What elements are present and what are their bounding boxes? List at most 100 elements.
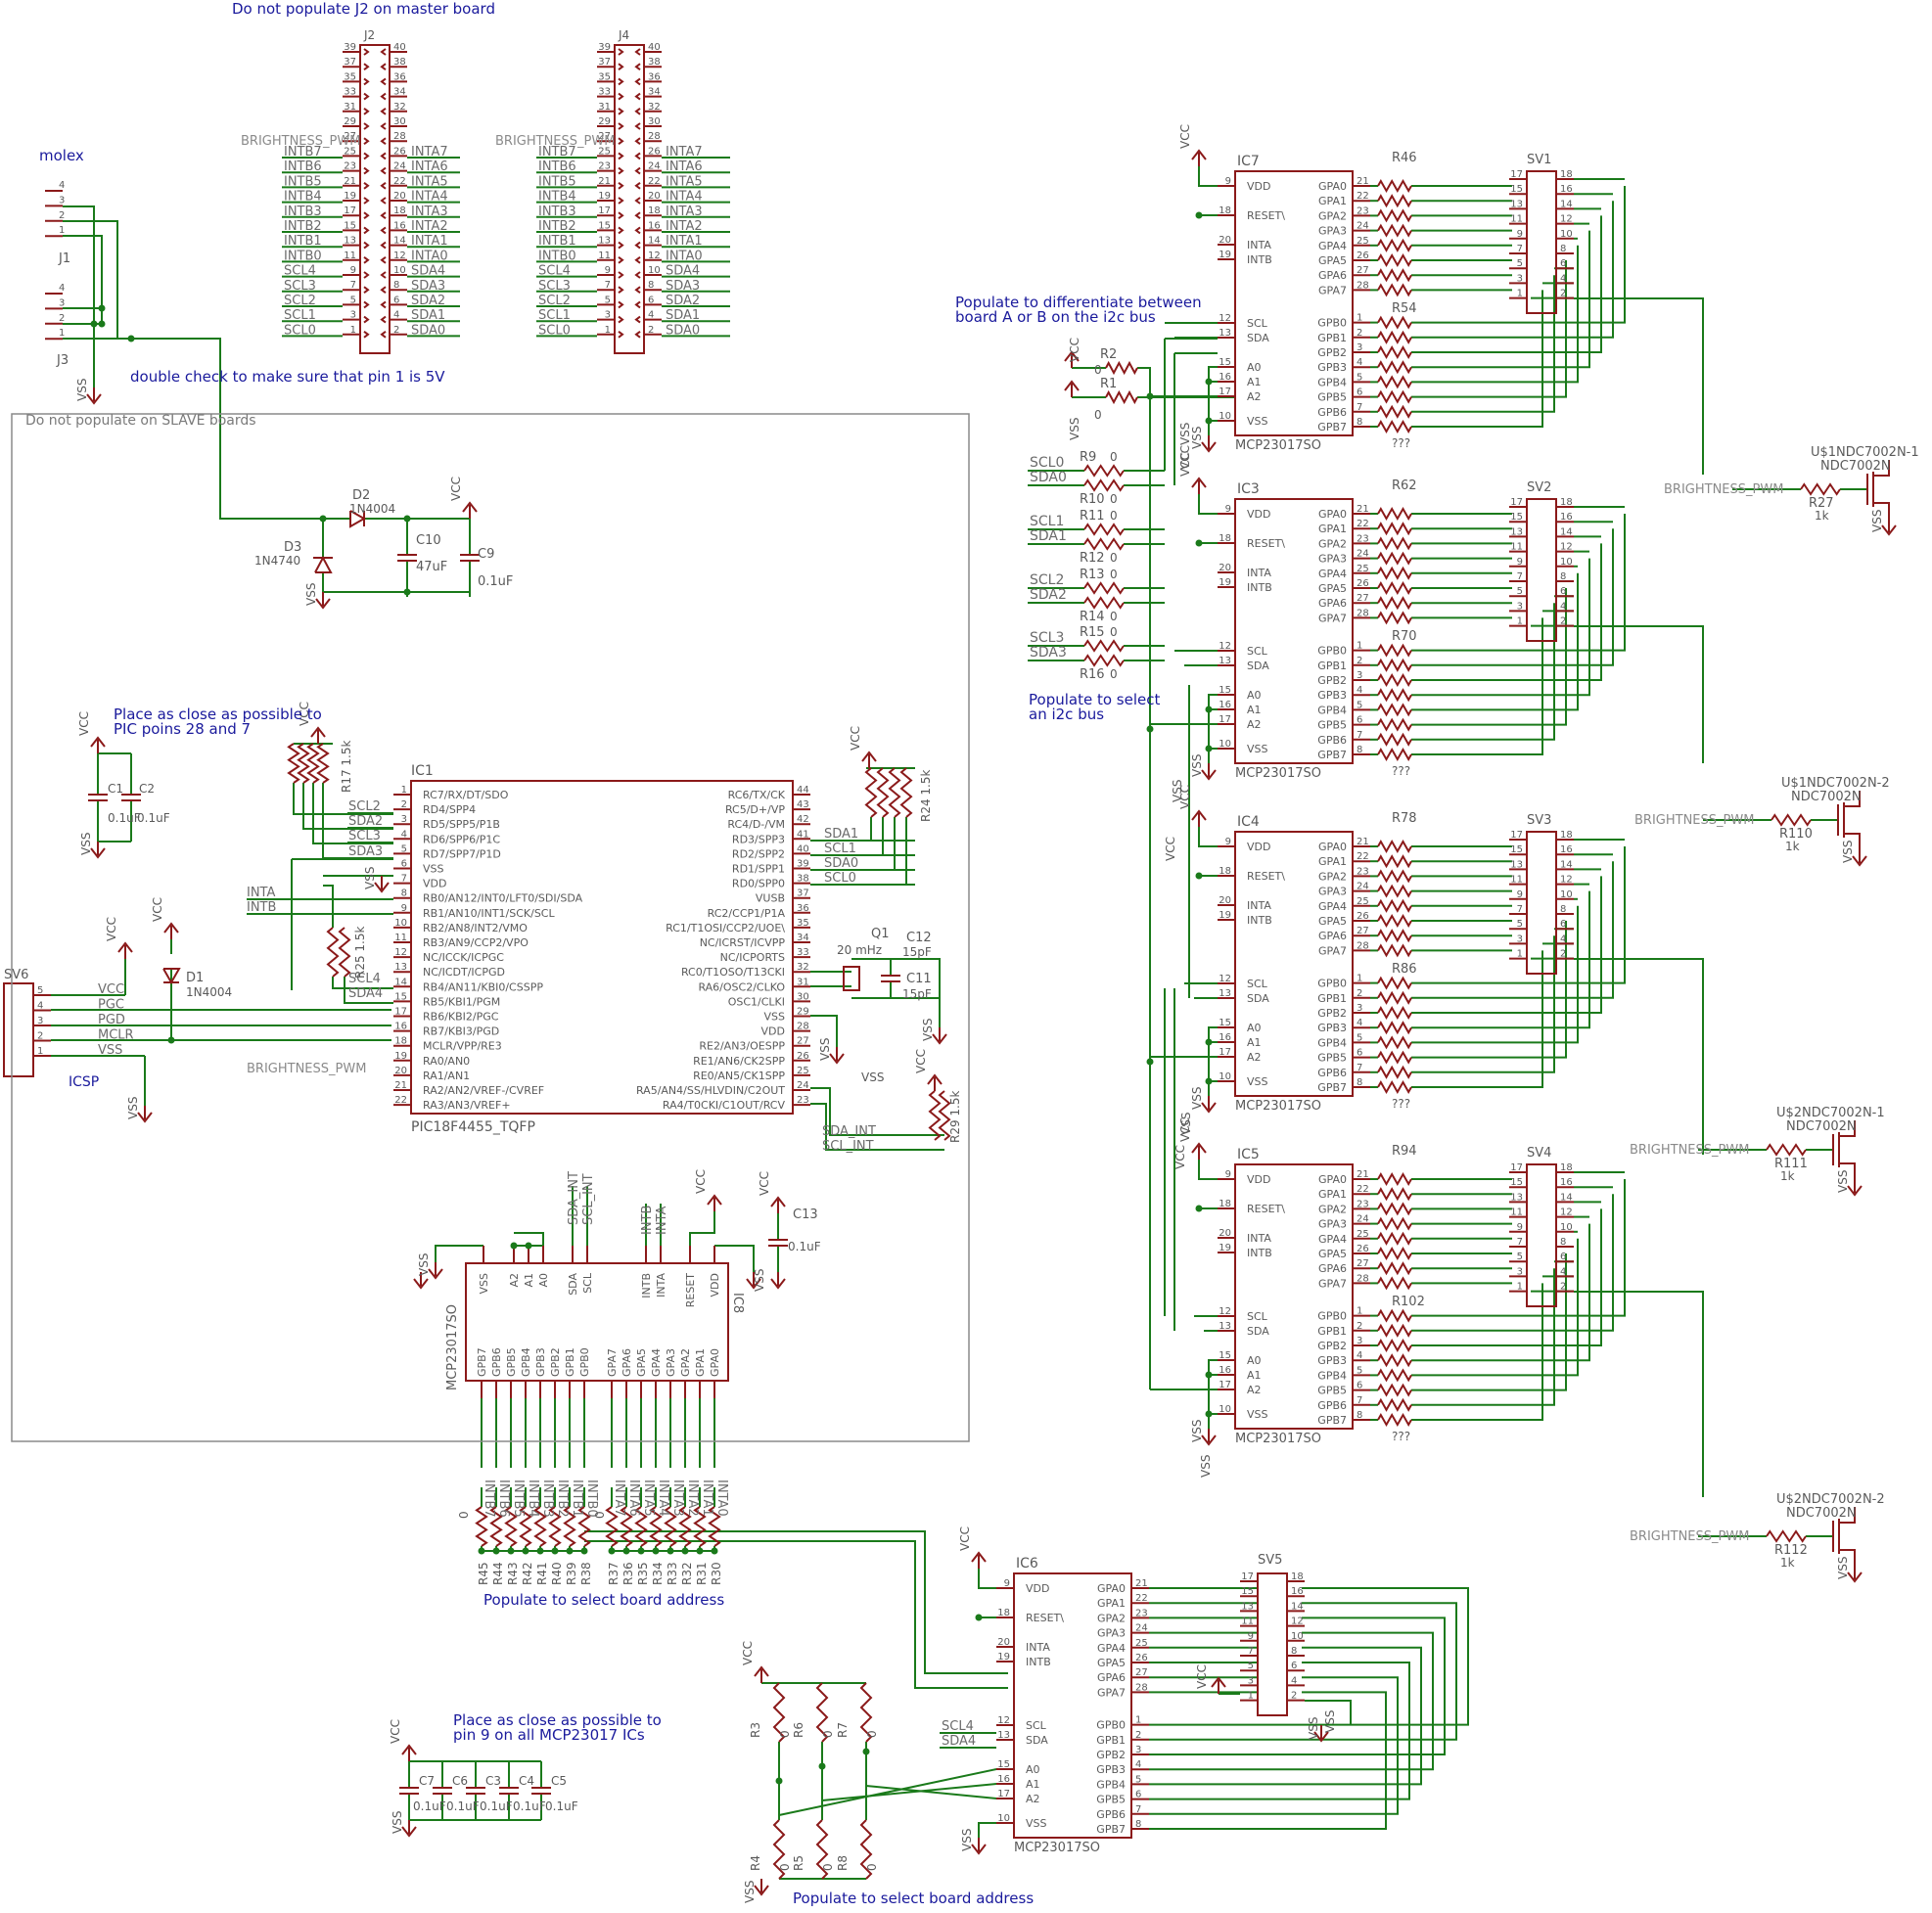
- pin-name: GPB5: [505, 1347, 518, 1377]
- pin-number: 19: [344, 191, 356, 202]
- pin-name: INTA: [1247, 1232, 1271, 1245]
- vcc-arrow: [971, 1551, 987, 1563]
- pin-name: GPB6: [490, 1347, 503, 1377]
- resistor-r2: [1105, 360, 1138, 376]
- series-resistor: [1377, 732, 1412, 747]
- pin-name: RD3/SPP3: [732, 833, 785, 845]
- pin-name: VDD: [1247, 1173, 1270, 1186]
- pin-name: RA0/AN0: [423, 1055, 470, 1068]
- pin-number: 33: [598, 87, 611, 98]
- pin-number: 6: [1357, 715, 1362, 726]
- wire: [312, 783, 393, 844]
- pullup-resistor: [287, 743, 300, 784]
- fet-value: NDC7002N: [1791, 790, 1862, 804]
- pin-name: RESET\: [1026, 1612, 1064, 1624]
- pin-name: GPA2: [1318, 870, 1347, 883]
- series-resistor: [1377, 252, 1412, 268]
- pin-number: 34: [648, 87, 661, 98]
- pin-number: 1: [37, 1046, 43, 1057]
- net-label: SDA1: [666, 308, 700, 323]
- pin-mark: [380, 241, 387, 250]
- pullup-r25: [326, 927, 340, 978]
- pin-name: RESET: [684, 1273, 697, 1308]
- wire: [1411, 846, 1626, 984]
- wire: [810, 1015, 838, 1047]
- net-label: SDA2: [411, 294, 445, 308]
- net-label: SCL4: [348, 972, 381, 986]
- sv-header: [1526, 1163, 1557, 1307]
- pin-name: GPB2: [1317, 346, 1347, 359]
- pin-mark: [618, 137, 624, 145]
- vss-arrow: [90, 847, 106, 859]
- pin-number: 12: [393, 251, 406, 261]
- net-label: INTB3: [538, 205, 576, 219]
- pin-name: INTB: [640, 1273, 653, 1298]
- resistor-value: 0: [821, 1730, 835, 1738]
- pin-number: 21: [1357, 176, 1369, 187]
- pin-number: 18: [393, 205, 406, 216]
- series-resistor: [1377, 1171, 1412, 1187]
- pin-name: SDA: [567, 1273, 579, 1296]
- wire: [1198, 1160, 1218, 1180]
- pin-name: GPA5: [1318, 254, 1347, 267]
- pin-mark: [380, 271, 387, 279]
- fet-resistor-value: 1k: [1780, 1556, 1795, 1570]
- resistor-label: R31: [695, 1562, 709, 1585]
- net-label: INTB6: [538, 159, 576, 174]
- fet-source: [1839, 1162, 1856, 1179]
- pin-name: GPB4: [1096, 1778, 1126, 1791]
- pin-name: GPA0: [1318, 1173, 1347, 1186]
- pin-name: INTA: [1247, 567, 1271, 579]
- vss-label: VSS: [304, 583, 318, 606]
- pin-number: 13: [1219, 656, 1231, 666]
- pin-number: 28: [1357, 608, 1369, 618]
- vss-arrow: [401, 1826, 417, 1838]
- vss-label: VSS: [1323, 1710, 1337, 1733]
- wire: [1149, 1662, 1410, 1800]
- pin-name: VSS: [423, 863, 444, 876]
- net-label: VCC: [98, 982, 124, 997]
- pin-number: 22: [1135, 1593, 1148, 1604]
- pin-number: 4: [393, 310, 399, 321]
- pin-mark: [363, 152, 370, 160]
- junction-dot: [1205, 1410, 1213, 1418]
- net-label: SCL0: [284, 323, 316, 338]
- d2-value: 1N4004: [349, 502, 395, 516]
- fet-label: U$2NDC7002N-1: [1776, 1106, 1885, 1120]
- pin-number: 21: [1357, 837, 1369, 847]
- pin-number: 16: [997, 1774, 1010, 1785]
- pin-number: 5: [1517, 919, 1523, 930]
- pin-number: 2: [37, 1031, 43, 1042]
- pin-name: SCL: [1247, 1310, 1268, 1323]
- pin-name: GPB7: [1317, 1081, 1347, 1094]
- wire: [1198, 166, 1218, 187]
- pin-name: GPA4: [1318, 900, 1347, 913]
- header-j2: [359, 44, 391, 354]
- pin-name: A0: [1247, 1022, 1262, 1034]
- pin-number: 2: [1560, 1282, 1566, 1293]
- vss-label: VSS: [818, 1038, 832, 1061]
- vcc-arrow: [90, 736, 106, 748]
- pin-mark: [618, 152, 624, 160]
- pin-number: 32: [648, 102, 661, 113]
- pin-number: 43: [797, 799, 809, 810]
- pin-mark: [634, 92, 641, 101]
- pin-number: 6: [648, 295, 654, 305]
- resistor-label: R54: [1392, 301, 1417, 316]
- junction-dot: [566, 1547, 574, 1555]
- wire: [1149, 1602, 1457, 1741]
- pin-name: RD1/SPP1: [732, 863, 785, 876]
- c13-value: 0.1uF: [788, 1240, 821, 1253]
- pin-mark: [363, 330, 370, 339]
- pin-name: RD4/SPP4: [423, 803, 476, 816]
- note-pin1: double check to make sure that pin 1 is …: [130, 368, 445, 386]
- pin-name: RD5/SPP5/P1B: [423, 818, 500, 831]
- pin-number: 23: [598, 161, 611, 172]
- pin-number: 20: [1219, 1228, 1231, 1239]
- mcp-label: IC6: [1016, 1556, 1038, 1571]
- c2-label: C2: [139, 782, 155, 796]
- wire: [1208, 694, 1218, 749]
- note-board-ab: Populate to differentiate between board …: [955, 294, 1202, 326]
- vss-label: VSS: [861, 1070, 884, 1084]
- pullup-resistor: [316, 743, 330, 784]
